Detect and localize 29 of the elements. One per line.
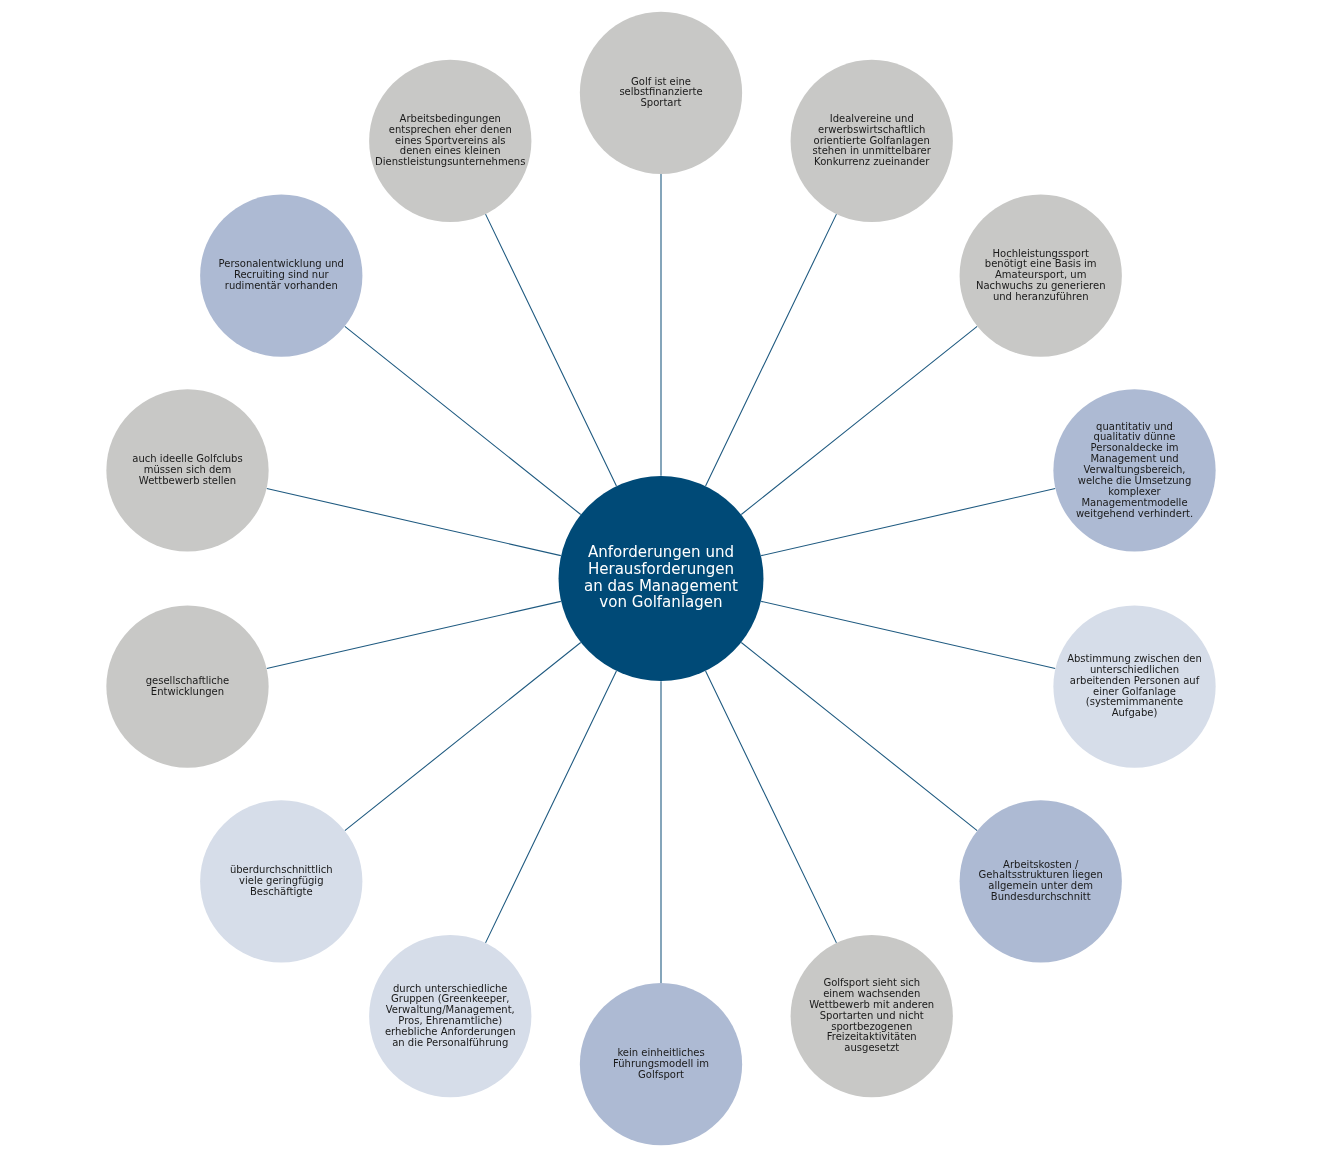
node-circle: auch ideelle Golfclubs müssen sich dem Wettbewerb stellen: [106, 389, 269, 552]
node-circle: kein einheitliches Führungsmodell im Golfsport: [579, 983, 743, 1146]
connector: [344, 642, 582, 832]
node-circle: Arbeitskosten / Gehaltsstrukturen liegen allgemein unter dem Bundesdurchschnitt: [959, 800, 1122, 963]
connector: [266, 487, 562, 557]
connector: [344, 325, 582, 515]
node-circle: Idealvereine und erwerbswirtschaftlich orientierte Golfanlagen stehen in unmittelbarer Konkurrenz zueinander: [790, 59, 953, 223]
connector: [760, 487, 1056, 557]
connector: [660, 173, 662, 477]
connector: [485, 213, 617, 487]
node-circle: Golf ist eine selbstfinanzierte Sportart: [579, 11, 743, 174]
node-circle: Golfsport sieht sich einem wachsenden Wettbewerb mit anderen Sportarten und nicht sportbezogenen Freizeitaktivitäten ausgesetzt: [790, 934, 953, 1098]
node-circle: Anforderungen und Herausforderungen an das Management von Golfanlagen: [558, 476, 764, 681]
node-circle: quantitativ und qualitativ dünne Personaldecke im Management und Verwaltungsbereich, welche die Umsetzung komplexer Managementmodelle weitgehend verhindert.: [1053, 389, 1216, 552]
connector: [760, 600, 1056, 670]
node-circle: gesellschaftliche Entwicklungen: [106, 605, 269, 768]
connector: [740, 325, 978, 515]
node-circle: Arbeitsbedingungen entsprechen eher denen eines Sportvereins als denen eines kleinen Dienstleistungsunternehmens: [369, 59, 532, 223]
node-circle: Abstimmung zwischen den unterschiedlichen arbeitenden Personen auf einer Golfanlage (systemimmanente Aufgabe): [1053, 605, 1216, 768]
node-circle: Personalentwicklung und Recruiting sind nur rudimentär vorhanden: [200, 194, 363, 357]
connector: [705, 670, 837, 944]
node-circle: Hochleistungssport benötigt eine Basis im Amateursport, um Nachwuchs zu generieren und heranzuführen: [959, 194, 1122, 357]
node-circle: überdurchschnittlich viele geringfügig Beschäftigte: [200, 800, 363, 963]
node-circle: durch unterschiedliche Gruppen (Greenkeeper, Verwaltung/Management, Pros, Ehrenamtliche) erhebliche Anforderungen an die Personalführung: [369, 934, 532, 1098]
connector: [266, 600, 562, 670]
connector: [705, 213, 837, 487]
connector: [485, 670, 617, 944]
connector: [740, 642, 978, 832]
connector: [660, 680, 662, 984]
